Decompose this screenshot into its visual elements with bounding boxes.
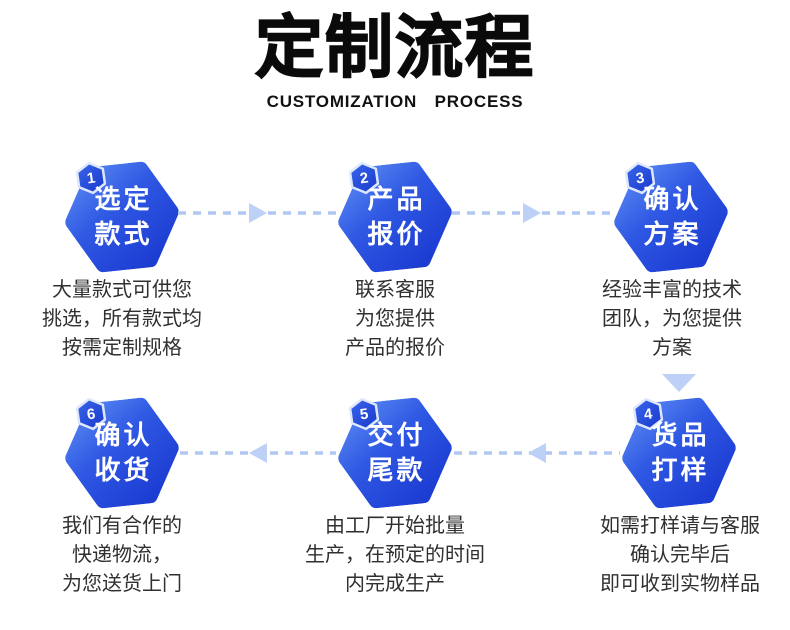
step-label-line: 方案 [643,219,702,249]
step-3-description: 经验丰富的技术 团队，为您提供 方案 [560,276,784,363]
dashed-arrow-right-icon [178,203,338,223]
dashed-arrow-left-icon [180,443,336,463]
step-6-label: 确认 收货 [65,400,179,506]
down-arrow-icon [662,374,696,392]
description-line: 我们有合作的 [62,515,182,537]
badge-hexagon-icon [348,161,380,195]
description-line: 产品的报价 [345,337,445,359]
dashed-arrow-left-icon [454,443,620,463]
step-label-line: 货品 [651,420,710,450]
step-5-hexagon: 5 交付 尾款 [338,397,452,509]
description-line: 大量款式可供您 [52,279,192,301]
step-2-number-badge: 2 [345,159,383,197]
step-2-description: 联系客服 为您提供 产品的报价 [293,276,497,363]
description-line: 即可收到实物样品 [600,573,760,595]
description-line: 内完成生产 [345,573,445,595]
page-subtitle: CUSTOMIZATION PROCESS [266,92,524,111]
badge-hexagon-icon [624,161,656,195]
step-3-number-badge: 3 [621,159,659,197]
step-1-description: 大量款式可供您 挑选，所有款式均 按需定制规格 [10,276,234,363]
step-5-label: 交付 尾款 [338,400,452,506]
step-1-hexagon: 1 选定 款式 [65,161,179,273]
description-line: 挑选，所有款式均 [42,308,202,330]
page-title: 定制流程 [254,9,535,87]
description-line: 为您送货上门 [62,573,182,595]
badge-hexagon-icon [348,397,380,431]
step-label-line: 确认 [94,420,153,450]
description-line: 生产，在预定的时间 [305,544,485,566]
step-5-description: 由工厂开始批量 生产，在预定的时间 内完成生产 [283,512,507,599]
step-label-line: 款式 [94,219,153,249]
description-line: 快递物流， [72,544,172,566]
dashed-arrow-right-icon [452,203,612,223]
step-label-line: 报价 [367,219,426,249]
step-label-line: 产品 [367,184,426,214]
step-4-number-badge: 4 [629,395,667,433]
step-label-line: 打样 [651,455,710,485]
description-line: 如需打样请与客服 [600,515,760,537]
step-2-label: 产品 报价 [338,164,452,270]
step-6-description: 我们有合作的 快递物流， 为您送货上门 [10,512,234,599]
badge-hexagon-icon [75,397,107,431]
step-2-hexagon: 2 产品 报价 [338,161,452,273]
description-line: 联系客服 [355,279,435,301]
description-line: 团队，为您提供 [602,308,742,330]
step-label-line: 选定 [94,184,153,214]
step-6-hexagon: 6 确认 收货 [65,397,179,509]
step-label-line: 尾款 [367,455,426,485]
step-6-number-badge: 6 [72,395,110,433]
description-line: 确认完毕后 [630,544,730,566]
step-1-number-badge: 1 [72,159,110,197]
step-label-line: 收货 [94,455,153,485]
description-line: 由工厂开始批量 [325,515,465,537]
step-3-hexagon: 3 确认 方案 [614,161,728,273]
step-3-label: 确认 方案 [614,164,728,270]
description-line: 为您提供 [355,308,435,330]
step-5-number-badge: 5 [345,395,383,433]
badge-hexagon-icon [632,397,664,431]
description-line: 方案 [652,337,692,359]
step-4-description: 如需打样请与客服 确认完毕后 即可收到实物样品 [570,512,790,599]
badge-hexagon-icon [75,161,107,195]
step-4-hexagon: 4 货品 打样 [622,397,736,509]
step-label-line: 确认 [643,184,702,214]
step-label-line: 交付 [367,420,426,450]
description-line: 按需定制规格 [62,337,182,359]
description-line: 经验丰富的技术 [602,279,742,301]
step-4-label: 货品 打样 [622,400,736,506]
step-1-label: 选定 款式 [65,164,179,270]
